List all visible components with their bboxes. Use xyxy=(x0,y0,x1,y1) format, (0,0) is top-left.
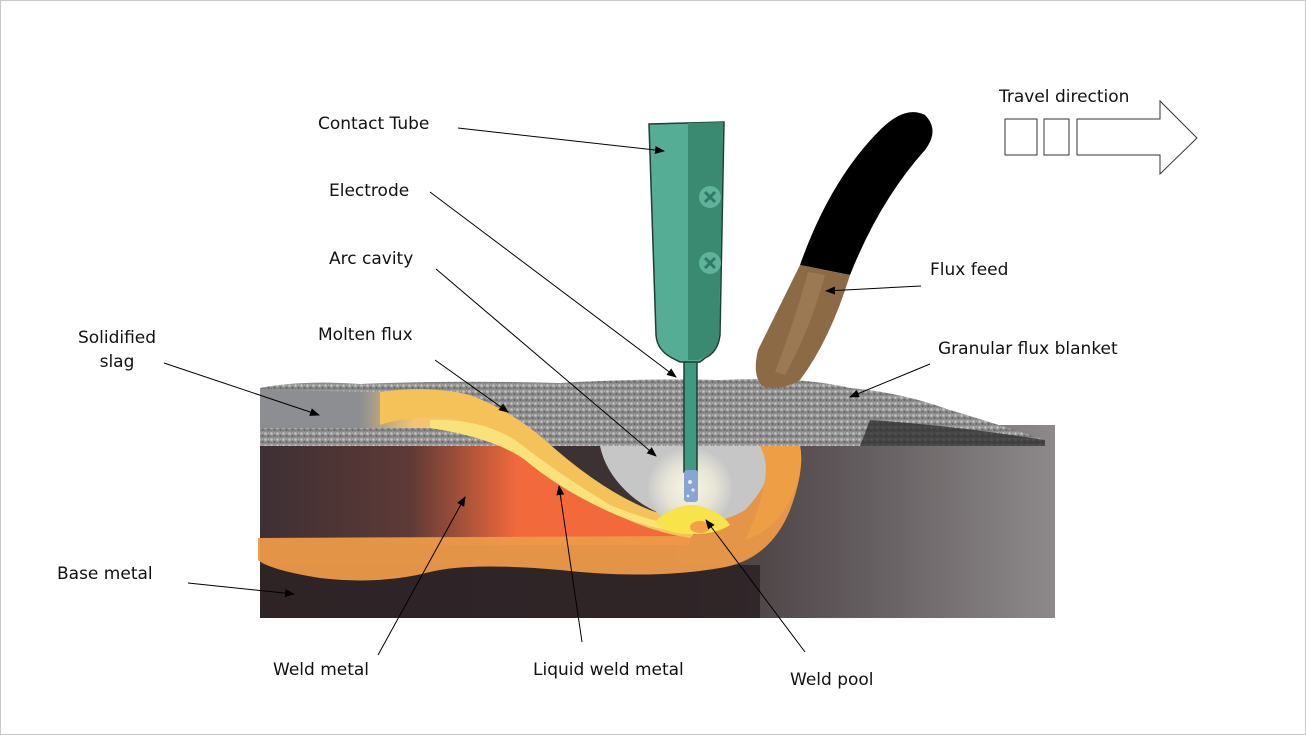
leader-contact-tube xyxy=(457,127,665,154)
label-liquid-weld-metal: Liquid weld metal xyxy=(533,660,684,680)
screw-x xyxy=(703,256,717,270)
leader-arc-cavity xyxy=(435,268,657,457)
leader-base-metal xyxy=(187,582,295,598)
leader-solidified-slag xyxy=(163,362,320,416)
travel-box-2 xyxy=(1043,118,1070,156)
weld-metal xyxy=(260,424,690,545)
leader-molten-flux xyxy=(434,359,509,413)
contact-tube-shade xyxy=(688,122,723,360)
leader-weld-metal xyxy=(377,496,466,656)
leader-electrode xyxy=(429,191,677,378)
weld-pool-core xyxy=(690,521,710,533)
arc-sparkle xyxy=(688,480,692,484)
travel-box-1 xyxy=(1004,118,1038,156)
label-flux-feed: Flux feed xyxy=(930,260,1009,280)
label-solidified-slag: Solidified slag xyxy=(72,328,162,373)
flux-hose xyxy=(800,112,933,275)
label-weld-metal: Weld metal xyxy=(273,660,370,680)
travel-arrow-icon xyxy=(1076,99,1198,176)
leader-flux-feed xyxy=(825,285,922,295)
penetration-wall xyxy=(745,446,802,540)
label-solidified-slag-line1: Solidified xyxy=(77,328,157,348)
arc-sparkle xyxy=(686,494,690,498)
label-contact-tube: Contact Tube xyxy=(318,114,430,134)
arc-sparkle xyxy=(691,488,695,492)
electrode-tip xyxy=(684,470,698,502)
liquid-weld-metal xyxy=(430,419,690,534)
leader-granular-flux-blanket xyxy=(849,363,931,398)
label-granular-flux-blanket: Granular flux blanket xyxy=(938,339,1118,359)
label-weld-pool: Weld pool xyxy=(790,670,874,690)
label-base-metal: Base metal xyxy=(57,564,153,584)
electrode-wire xyxy=(683,359,698,473)
screw-x xyxy=(703,190,717,204)
label-solidified-slag-line2: slag xyxy=(99,352,135,373)
fusion-band xyxy=(258,444,802,581)
leader-liquid-weld-metal xyxy=(556,485,583,643)
label-molten-flux: Molten flux xyxy=(318,325,413,345)
leader-weld-pool xyxy=(705,519,806,653)
flux-shadow xyxy=(860,420,1045,446)
molten-flux xyxy=(380,389,700,538)
label-travel-direction: Travel direction xyxy=(999,87,1130,107)
label-electrode: Electrode xyxy=(329,181,410,201)
flux-nozzle-highlight xyxy=(775,272,825,375)
label-arc-cavity: Arc cavity xyxy=(329,249,414,269)
